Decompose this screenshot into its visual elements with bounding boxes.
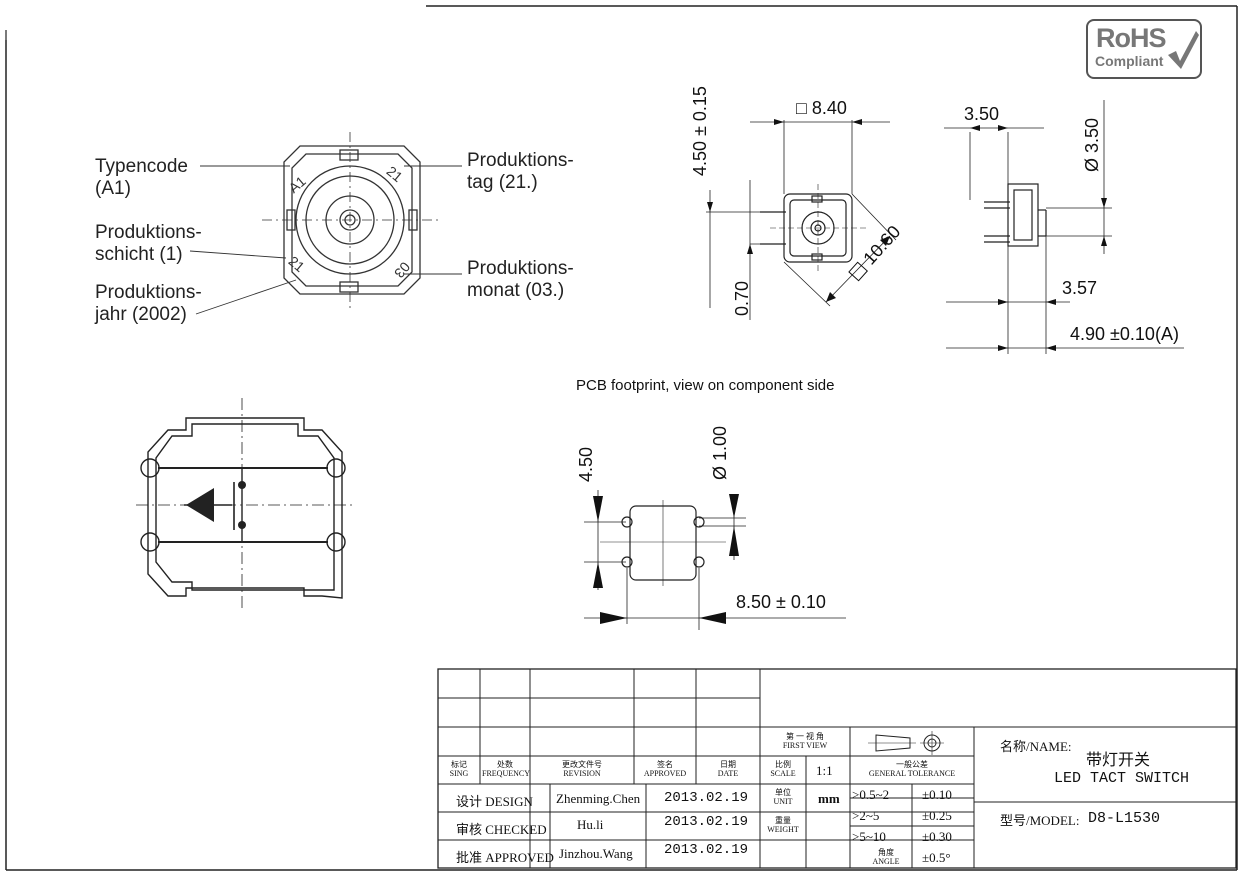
tb-design-name: Zhenming.Chen [556, 791, 641, 806]
tb-model-value: D8-L1530 [1088, 810, 1161, 827]
tb-approved-label: 批准 APPROVED [456, 850, 554, 865]
marked-part-view [189, 132, 462, 315]
tb-tol-range-1: >0.5~2 [852, 787, 890, 802]
callout-monat: Produktions- monat (03.) [467, 258, 574, 301]
tb-approved-date: 2013.02.19 [664, 842, 749, 858]
tb-checked-name: Hu.li [577, 817, 604, 832]
tb-tol-value-2: ±0.25 [922, 808, 952, 823]
title-block-grid [437, 668, 1237, 869]
tb-tol-range-3: >5~10 [852, 829, 886, 844]
tb-checked-label: 审核 CHECKED [456, 822, 547, 837]
dim-body-width: □ 8.40 [796, 98, 847, 118]
dim-side-diameter: Ø 3.50 [1082, 117, 1102, 172]
side-view [944, 100, 1184, 354]
pcb-pitch-h: 8.50 ± 0.10 [736, 592, 826, 612]
checkmark-icon [1168, 31, 1199, 69]
rohs-title: RoHS [1096, 23, 1166, 53]
tb-tol-range-2: >2~5 [852, 808, 880, 823]
dim-side-total: 4.90 ±0.10(A) [1070, 324, 1179, 344]
tb-tol-value-1: ±0.10 [922, 787, 952, 802]
tb-model-label: 型号/MODEL: [1000, 813, 1080, 828]
callout-tag: Produktions- tag (21.) [467, 150, 574, 193]
pcb-hole-d: Ø 1.00 [710, 425, 730, 480]
top-dimension-view [706, 120, 897, 320]
tb-tol-range-4: 角度 ANGLE [872, 848, 900, 866]
pcb-pitch-v: 4.50 [576, 446, 596, 482]
tb-tol-value-4: ±0.5° [922, 850, 951, 865]
tb-checked-date: 2013.02.19 [664, 814, 749, 830]
tb-tol-value-3: ±0.30 [922, 829, 952, 844]
callout-jahr: Produktions- jahr (2002) [95, 282, 202, 325]
dim-side-width: 3.50 [964, 104, 1000, 124]
mark-month: 03 [391, 259, 413, 281]
callout-typencode: Typencode (A1) [95, 156, 188, 199]
dim-side-357: 3.57 [1062, 278, 1098, 298]
rohs-subtitle: Compliant [1095, 53, 1164, 69]
callout-schicht: Produktions- schicht (1) [95, 222, 202, 265]
tb-name-label: 名称/NAME: [1000, 739, 1072, 754]
mark-code: A1 [285, 173, 309, 196]
schematic-view [136, 398, 352, 612]
dim-lead-height: 0.70 [732, 280, 752, 316]
dim-height: 4.50 ± 0.15 [690, 86, 710, 176]
tb-approved-name: Jinzhou.Wang [559, 846, 633, 861]
tb-name-cn: 带灯开关 [1086, 752, 1151, 769]
rohs-badge: RoHS Compliant [1086, 19, 1202, 79]
tb-design-date: 2013.02.19 [664, 790, 749, 806]
pcb-title: PCB footprint, view on component side [576, 377, 835, 394]
tb-scale-value: 1:1 [816, 763, 833, 778]
tb-design-label: 设计 DESIGN [456, 794, 533, 809]
tb-unit-value: mm [818, 791, 840, 806]
mark-year: 21 [286, 253, 308, 275]
mark-day: 21 [384, 163, 406, 185]
tb-name-en: LED TACT SWITCH [1054, 770, 1190, 787]
